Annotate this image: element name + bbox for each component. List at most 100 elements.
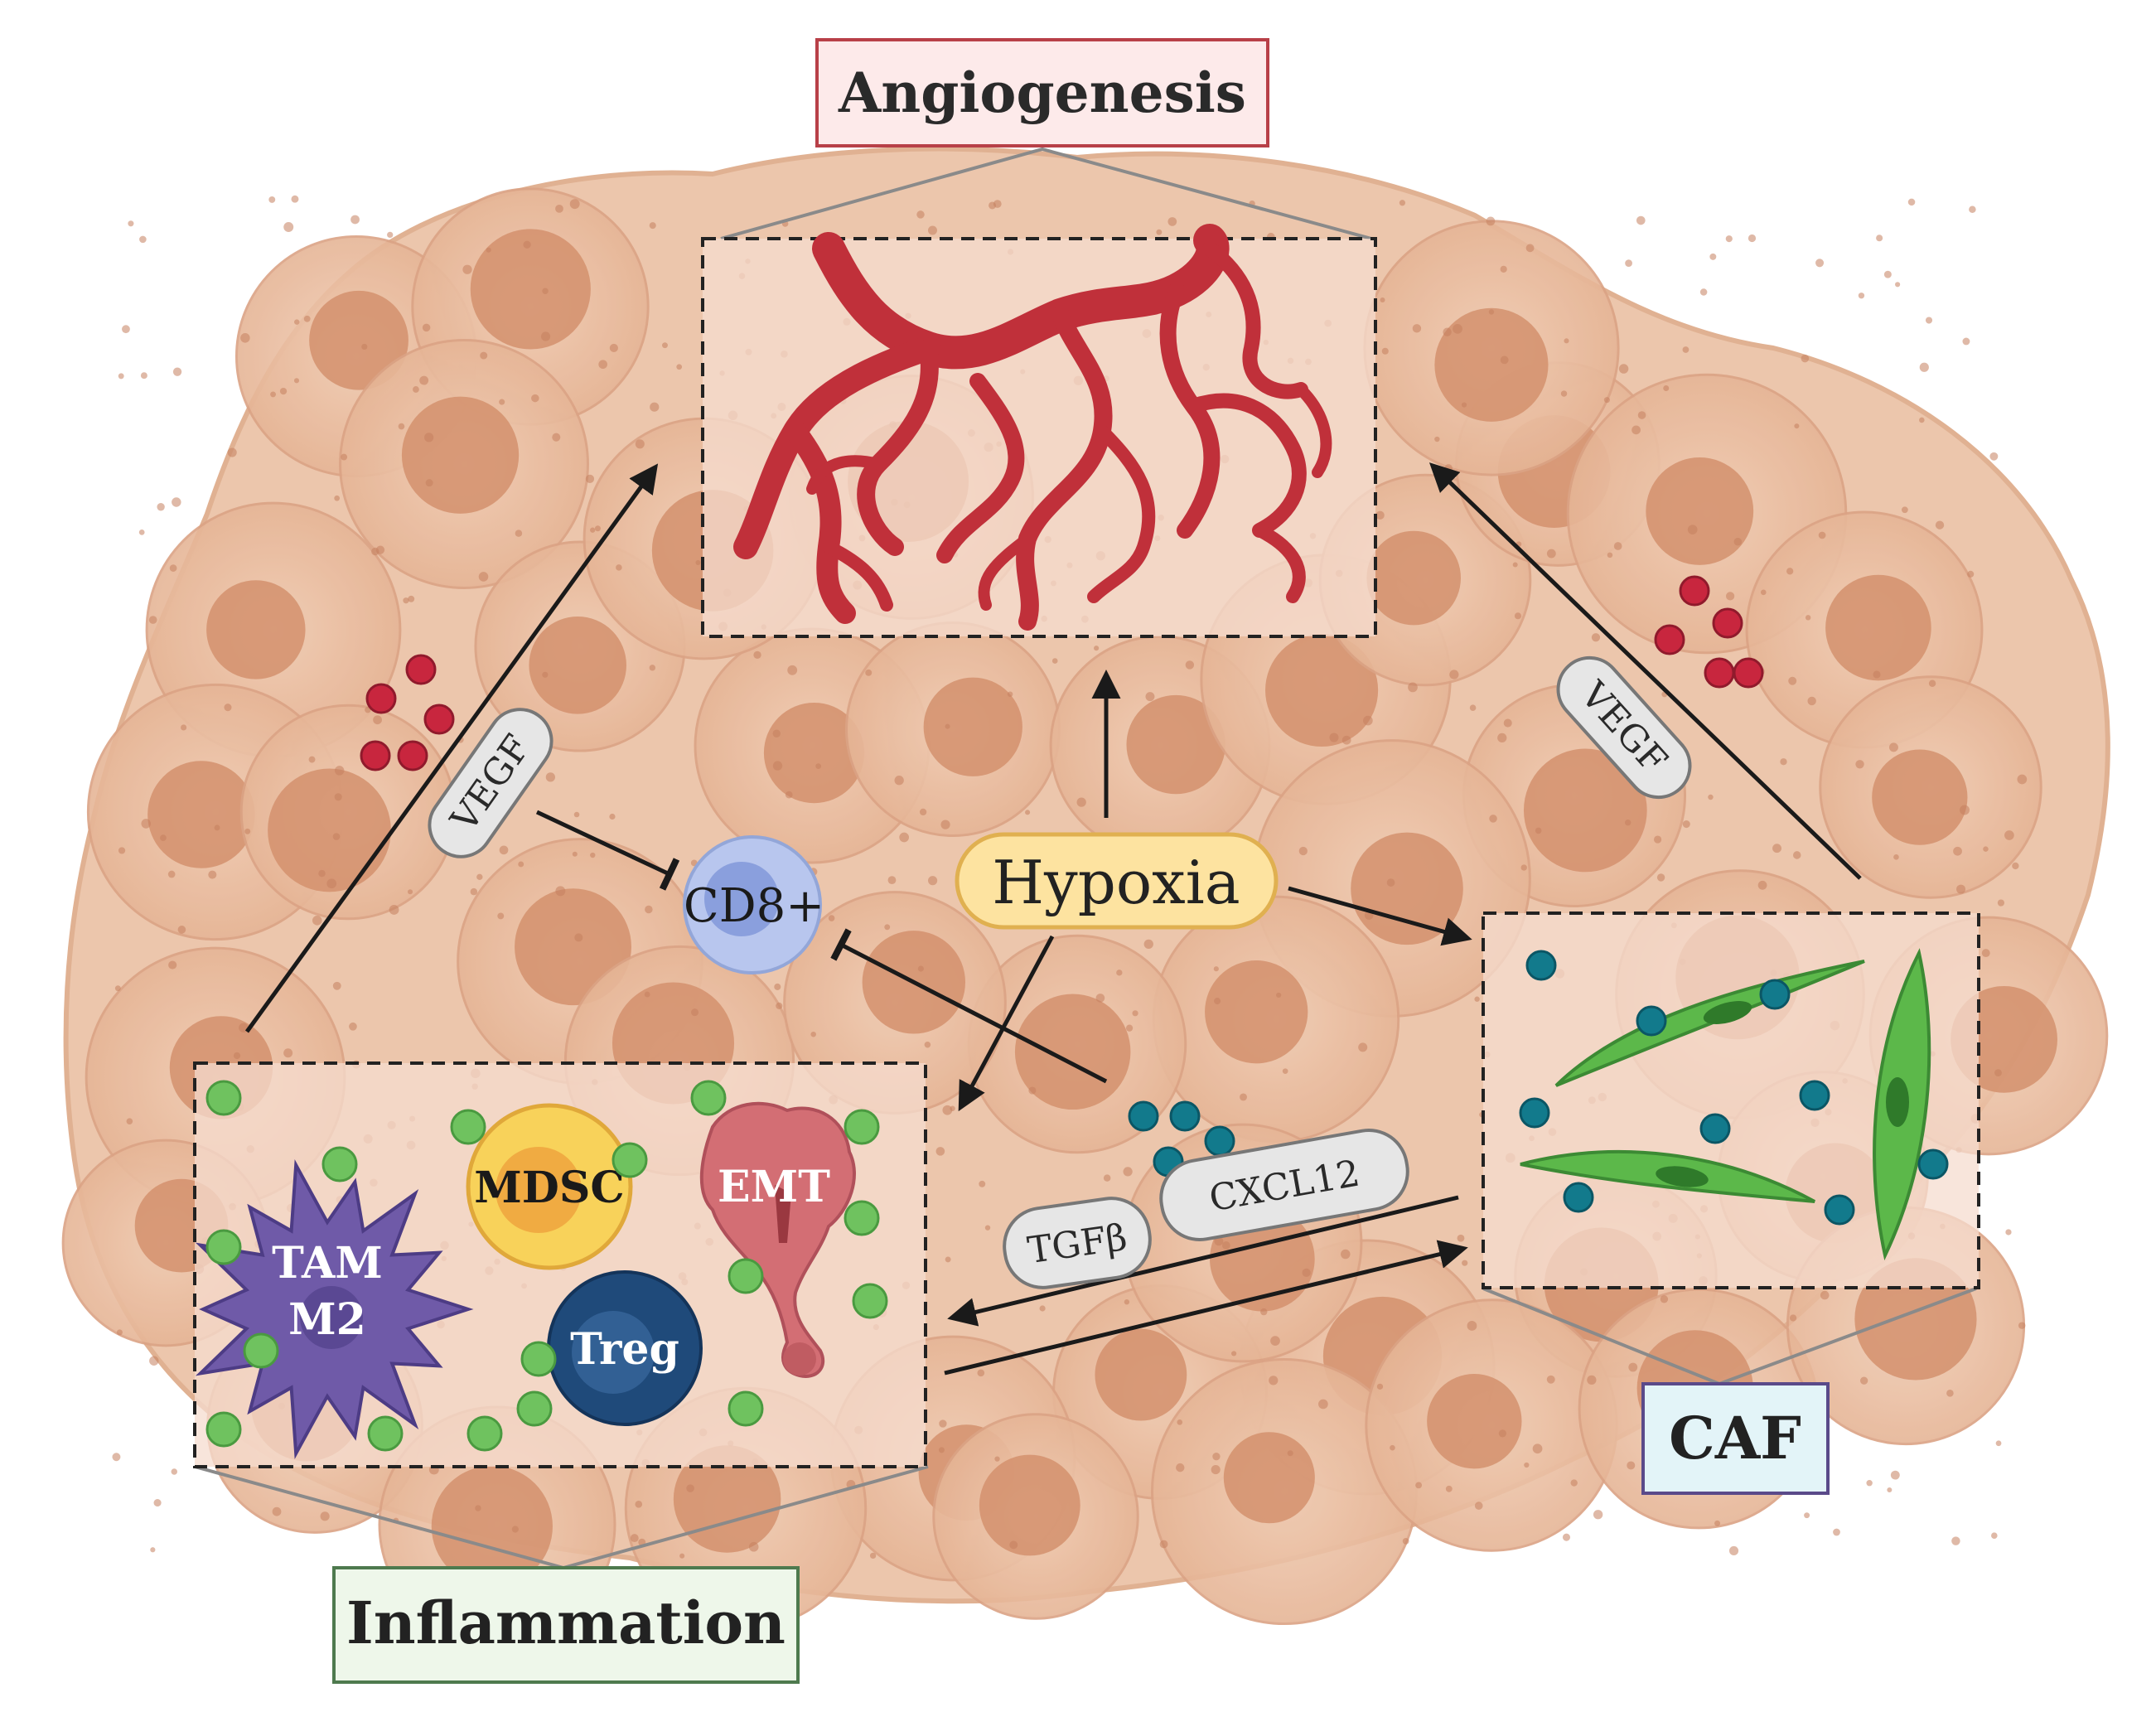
granule: [1214, 998, 1221, 1005]
signal-dot: [205, 1411, 242, 1448]
granule: [169, 564, 177, 572]
granule: [1858, 293, 1865, 299]
cell-nucleus: [1351, 832, 1463, 945]
granule: [1270, 1336, 1280, 1346]
granule: [928, 876, 938, 886]
granule: [590, 527, 596, 533]
granule: [1489, 815, 1497, 823]
cell-nucleus: [1523, 748, 1647, 873]
granule: [1532, 1443, 1543, 1454]
signal-dot: [360, 740, 391, 771]
signal-dot: [690, 1080, 727, 1116]
granule: [650, 402, 660, 412]
granule: [1728, 1545, 1739, 1556]
granule: [609, 343, 618, 353]
granule: [1269, 1376, 1279, 1385]
angiogenesis-label: Angiogenesis: [838, 60, 1246, 125]
granule: [1408, 682, 1418, 693]
granule: [1445, 1485, 1453, 1492]
granule: [350, 215, 360, 225]
granule: [1733, 537, 1743, 546]
granule: [1380, 297, 1385, 302]
granule: [499, 845, 509, 855]
granule: [1603, 397, 1610, 404]
granule: [545, 772, 556, 782]
signal-dot: [844, 1200, 880, 1236]
granule: [950, 1105, 955, 1112]
granule: [691, 1008, 699, 1017]
granule: [679, 1553, 685, 1559]
granule: [332, 833, 341, 840]
granule: [1132, 1010, 1138, 1017]
granule: [1167, 217, 1177, 226]
granule: [1381, 347, 1389, 355]
granule: [523, 240, 531, 249]
granule: [1883, 270, 1892, 278]
inhibit-tgfb-to-cd8: [830, 928, 1108, 1084]
signal-dot: [516, 1390, 553, 1427]
cell-nucleus: [206, 580, 306, 679]
granule: [1125, 1024, 1134, 1032]
granule: [167, 870, 176, 878]
granule: [462, 264, 472, 274]
granule: [332, 981, 341, 990]
granule: [916, 210, 925, 219]
granule: [1116, 970, 1123, 976]
granule: [387, 231, 394, 239]
granule: [1632, 425, 1641, 435]
granule: [160, 834, 167, 841]
granule: [1358, 1042, 1368, 1052]
cell-nucleus: [268, 768, 391, 892]
granule: [989, 201, 997, 210]
granule: [1946, 1390, 1954, 1397]
signal-dot: [367, 1415, 404, 1452]
granule: [1211, 1465, 1221, 1475]
signal-dot: [397, 740, 428, 771]
granule: [1708, 794, 1714, 800]
granule: [341, 453, 348, 461]
granule: [1859, 1376, 1868, 1385]
granule: [486, 247, 491, 253]
granule: [1039, 1305, 1046, 1312]
angiogenesis-label-box: [815, 38, 1269, 147]
granule: [828, 915, 835, 921]
inflammation-panel: TAM M2 MDSC Treg EMT Inflammation: [193, 1061, 929, 1684]
granule: [676, 364, 683, 370]
granule: [1788, 676, 1797, 685]
granule: [1682, 820, 1690, 829]
granule: [1457, 1234, 1465, 1242]
granule: [1399, 200, 1406, 206]
granule: [772, 761, 783, 771]
granule: [270, 391, 276, 398]
granule: [140, 372, 147, 380]
granule: [403, 597, 409, 604]
granule: [227, 447, 237, 457]
granule: [917, 965, 924, 972]
granule: [1792, 851, 1801, 859]
granule: [1587, 1375, 1597, 1385]
signal-dot: [1654, 624, 1685, 655]
granule: [371, 547, 379, 556]
granule: [389, 905, 399, 915]
granule: [1818, 531, 1826, 539]
granule: [1498, 1429, 1506, 1438]
signal-dot: [321, 1146, 358, 1182]
granule: [422, 323, 431, 332]
granule: [1363, 715, 1373, 726]
granule: [318, 869, 326, 878]
granule: [1994, 1069, 2002, 1077]
arrow-caf-to-angiogenesis: [1428, 462, 1862, 880]
granule: [1981, 949, 1990, 958]
granule: [1525, 244, 1535, 253]
cell-nucleus: [1126, 694, 1225, 795]
inflammation-label: Inflammation: [346, 1589, 786, 1657]
granule: [2005, 1229, 2012, 1236]
granule: [1951, 1536, 1960, 1545]
granule: [644, 991, 650, 998]
granule: [177, 926, 186, 934]
granule: [887, 876, 897, 884]
granule: [181, 724, 187, 731]
granule: [645, 905, 653, 914]
signal-dot: [844, 1109, 880, 1145]
cd8-cell: CD8+: [683, 835, 824, 974]
